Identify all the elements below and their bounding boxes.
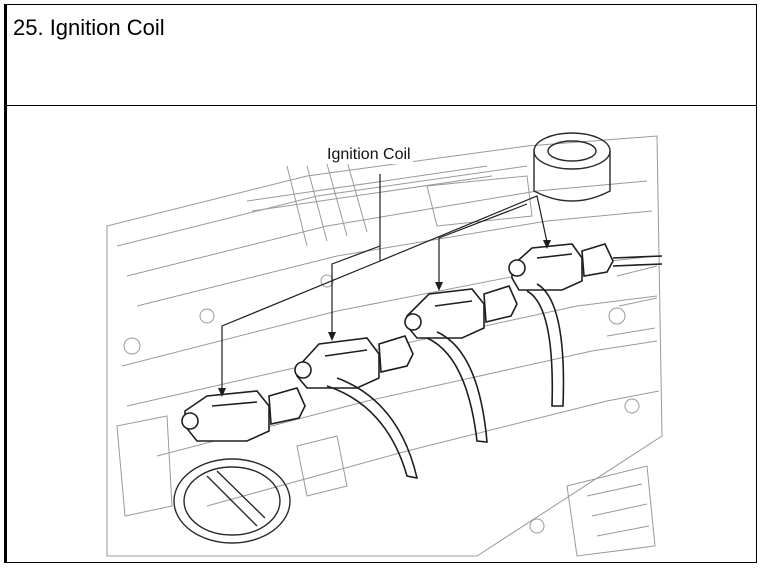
oil-filler-cap — [173, 458, 291, 544]
ignition-coil-4 — [508, 243, 614, 291]
section-title: 25. Ignition Coil — [13, 15, 165, 40]
engine-illustration — [106, 132, 663, 557]
ignition-coil-3 — [404, 285, 518, 339]
title-row: 25. Ignition Coil — [7, 5, 756, 106]
ignition-coil-callout: Ignition Coil — [325, 146, 413, 164]
leader-arrowheads — [218, 240, 551, 397]
ignition-coil-1 — [181, 387, 306, 442]
engine-diagram: Ignition Coil — [7, 106, 756, 562]
ignition-coil-2 — [294, 335, 414, 389]
document-frame: 25. Ignition Coil — [4, 4, 757, 563]
wiring-harness — [326, 255, 663, 480]
callout-leaders — [221, 174, 548, 390]
reservoir — [533, 132, 611, 202]
